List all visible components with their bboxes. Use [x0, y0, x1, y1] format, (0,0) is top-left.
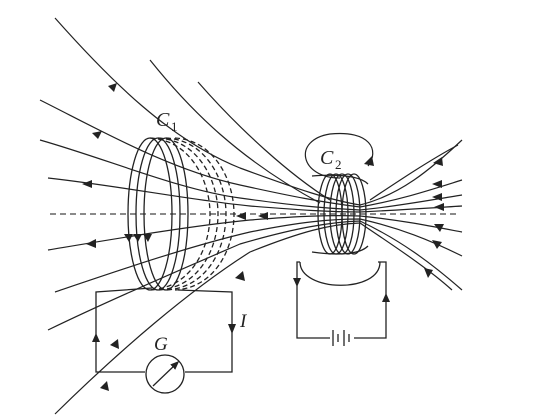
c2-loop-arrow — [364, 156, 374, 166]
arrow-1 — [108, 83, 117, 92]
coil-c1 — [127, 137, 235, 291]
arrow-12 — [424, 268, 433, 278]
field-line-2 — [39, 99, 463, 208]
arrow-2 — [92, 131, 102, 139]
arrow-3 — [82, 180, 92, 188]
field-line-7 — [47, 220, 463, 331]
c2-current-loop — [304, 132, 374, 179]
field-line-8 — [54, 222, 453, 415]
arrow-10 — [434, 224, 444, 232]
arrow-9 — [434, 203, 444, 211]
label-c2: C — [320, 147, 334, 169]
arrow-14 — [100, 381, 109, 391]
battery-arrow-right — [382, 293, 390, 302]
label-c2-sub: 2 — [335, 157, 342, 172]
current-arrow — [228, 324, 236, 334]
arrow-6 — [433, 157, 443, 166]
arrow-13 — [110, 339, 119, 349]
arrow-5 — [236, 212, 246, 220]
field-line-top-c2 — [197, 81, 331, 201]
field-line-5 — [47, 215, 463, 251]
arrow-15 — [235, 271, 245, 281]
battery-circuit — [296, 261, 387, 346]
field-line-right-upper — [369, 144, 459, 201]
field-line-6 — [54, 218, 463, 293]
field-lines — [39, 17, 463, 415]
c1-coil-arrows — [124, 234, 152, 242]
galvanometer — [145, 354, 185, 394]
arrow-11 — [432, 240, 442, 249]
field-arrows — [82, 83, 444, 391]
arrow-4 — [86, 239, 96, 248]
label-c1-sub: 1 — [171, 119, 178, 134]
field-line-4 — [47, 177, 463, 213]
field-line-9 — [149, 59, 321, 204]
field-line-3 — [39, 139, 463, 211]
coil-c2 — [311, 173, 369, 255]
label-c1: C — [156, 109, 170, 131]
arrow-7 — [432, 180, 442, 188]
arrow-16 — [258, 212, 268, 220]
field-line-1 — [54, 17, 463, 206]
label-galvanometer: G — [154, 334, 168, 355]
battery-arrow-left — [293, 278, 301, 287]
label-current: I — [239, 311, 248, 332]
arrow-8 — [432, 193, 442, 201]
circuit-arrow-left — [92, 333, 100, 342]
